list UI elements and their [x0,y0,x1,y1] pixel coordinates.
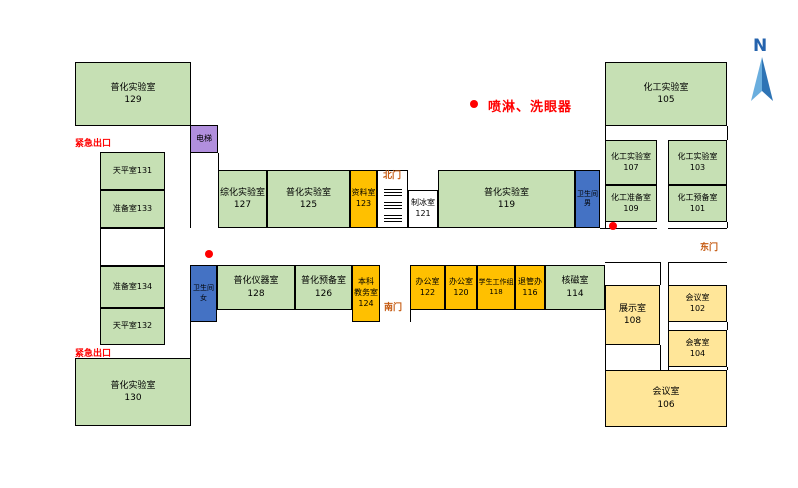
room-128: 普化仪器室 128 [217,265,295,310]
wall-segment [605,262,660,263]
room-106: 会议室 106 [605,370,727,427]
eyewash-legend-label: 喷淋、洗眼器 [488,100,573,115]
wall-segment [190,322,191,358]
wall-segment [727,222,728,228]
east-gate-label: 东门 [700,243,719,253]
room-134: 准备室134 [100,266,165,308]
compass-n-label: N [753,36,768,56]
eyewash-marker [609,222,617,230]
eyewash-marker [205,250,213,258]
wall-segment [660,345,661,370]
wall-segment [660,262,661,285]
wall-segment [668,367,669,370]
room-123: 资料室 123 [350,170,377,228]
room-101: 化工预备室 101 [668,185,727,222]
room-126: 普化预备室 126 [295,265,352,310]
emergency-exit-label-top: 紧急出口 [75,139,112,149]
room-125: 普化实验室 125 [267,170,350,228]
room-131: 天平室131 [100,152,165,190]
wall-segment [668,262,669,285]
wall-segment [605,222,606,228]
room-127: 综化实验室 127 [218,170,267,228]
room-unlabeled [100,228,165,266]
room-120: 办公室 120 [445,265,477,310]
wall-segment [727,126,728,140]
room-130: 普化实验室 130 [75,358,191,426]
room-129: 普化实验室 129 [75,62,191,126]
stairs-icon [383,202,402,209]
room-102: 会议室 102 [668,285,727,322]
room-107: 化工实验室 107 [605,140,657,185]
room-119: 普化实验室 119 [438,170,575,228]
room-105: 化工实验室 105 [605,62,727,126]
wall-segment [727,322,728,330]
room-133: 准备室133 [100,190,165,228]
compass-north-arrow-icon [749,57,775,107]
room-124: 本科 教务室 124 [352,265,380,322]
restroom-male: 卫生间 男 [575,170,600,228]
north-gate-label: 北门 [383,171,402,181]
stairs-icon [383,189,402,196]
wall-segment [668,322,669,330]
room-118: 学生工作组 118 [477,265,515,310]
wall-segment [668,262,727,263]
room-elevator: 电梯 [190,125,218,153]
wall-segment [410,310,411,322]
wall-segment [605,345,606,370]
room-122: 办公室 122 [410,265,445,310]
wall-segment [190,153,191,228]
room-104: 会客室 104 [668,330,727,367]
emergency-exit-label-bottom: 紧急出口 [75,349,112,359]
south-gate-label: 南门 [384,303,403,313]
wall-segment [727,367,728,370]
stairs-icon [383,215,402,222]
wall-segment [668,228,727,229]
wall-segment [600,228,657,229]
eyewash-legend-dot [470,100,478,108]
stairs-area [377,170,408,228]
room-132: 天平室132 [100,308,165,345]
room-114: 核磁室 114 [545,265,605,310]
wall-segment [218,153,219,170]
room-108: 展示室 108 [605,285,660,345]
restroom-female: 卫生间 女 [190,265,217,322]
room-116: 退管办 116 [515,265,545,310]
room-103: 化工实验室 103 [668,140,727,185]
wall-segment [605,126,606,140]
room-121: 制冰室 121 [408,190,438,228]
room-109: 化工准备室 109 [605,185,657,222]
